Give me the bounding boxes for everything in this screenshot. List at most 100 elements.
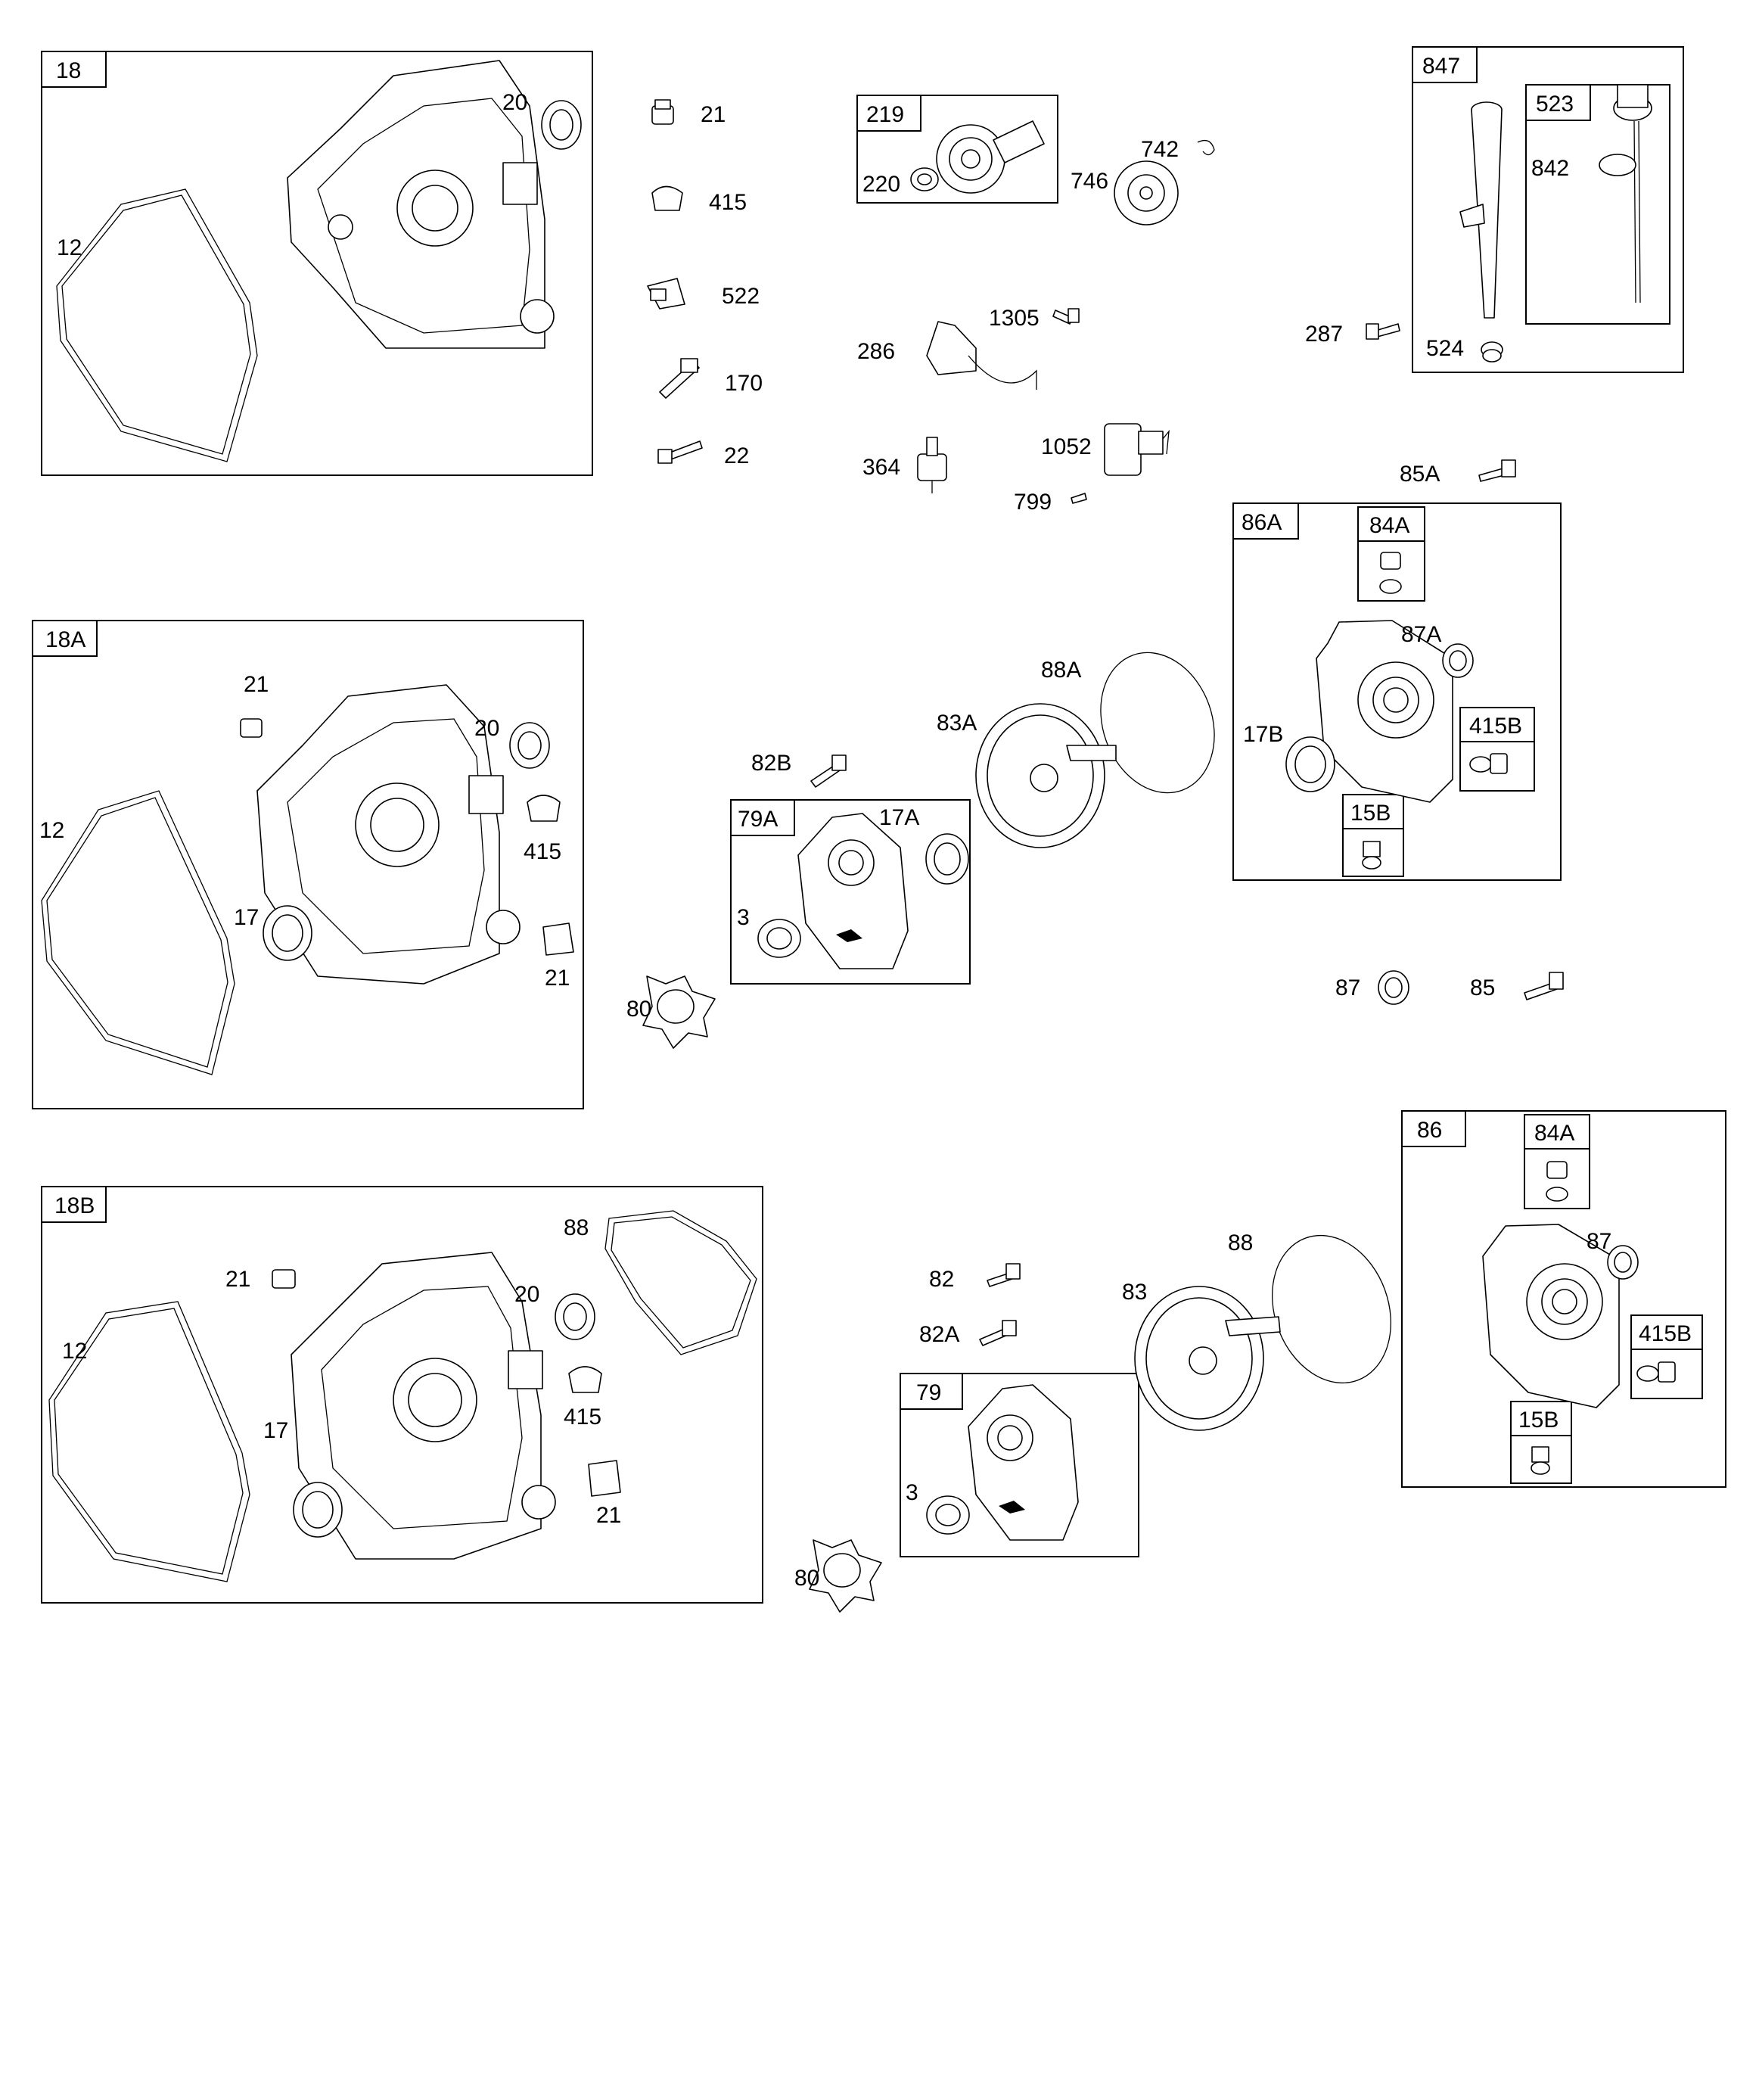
plug-part[interactable] <box>1379 552 1402 594</box>
bearing-part[interactable] <box>263 905 312 961</box>
callout: 799 <box>1014 490 1052 515</box>
plug-part[interactable] <box>1636 1361 1676 1383</box>
group-79[interactable]: 79 <box>900 1373 1139 1557</box>
bolt-part[interactable] <box>979 1320 1017 1346</box>
plug-part[interactable] <box>542 922 574 956</box>
crankcase-part[interactable] <box>256 684 521 985</box>
group-84a-upper[interactable]: 84A <box>1357 506 1425 602</box>
bearing-part[interactable] <box>925 833 969 885</box>
solenoid-part[interactable] <box>1104 423 1170 476</box>
o-ring-part[interactable] <box>1252 1218 1410 1399</box>
plug-part[interactable] <box>1469 753 1508 774</box>
housing-part[interactable] <box>1134 1286 1281 1431</box>
cover-part[interactable] <box>1482 1224 1620 1408</box>
callout-labels: 12 20 21 415 522 170 22 220 746 742 286 … <box>39 90 1611 1591</box>
plug-part[interactable] <box>272 1269 296 1289</box>
group-label: 219 <box>866 102 904 127</box>
crankcase-part[interactable] <box>291 1252 556 1560</box>
seal-part[interactable] <box>509 722 550 769</box>
group-18b[interactable]: 18B <box>41 1186 763 1604</box>
valve-part[interactable] <box>647 278 685 310</box>
clip-part[interactable] <box>1197 139 1215 156</box>
group-86a[interactable]: 86A <box>1232 502 1562 881</box>
group-79a[interactable]: 79A <box>730 799 971 985</box>
gasket-part[interactable] <box>604 1210 757 1355</box>
callout: 21 <box>701 102 726 127</box>
housing-part[interactable] <box>975 703 1117 848</box>
group-415b-lower[interactable]: 415B <box>1630 1314 1703 1399</box>
gear-part[interactable] <box>936 120 1045 194</box>
seal-part[interactable] <box>1442 643 1474 678</box>
group-label: 84A <box>1369 513 1409 538</box>
bolt-part[interactable] <box>810 754 847 788</box>
group-86[interactable]: 86 <box>1401 1110 1726 1488</box>
plug-part[interactable] <box>1531 1446 1550 1475</box>
gasket-part[interactable] <box>48 1301 250 1582</box>
callout: 3 <box>906 1480 918 1505</box>
breather-cap-part[interactable] <box>568 1366 602 1393</box>
gasket-part[interactable] <box>56 188 258 462</box>
group-label: 523 <box>1536 92 1574 117</box>
callout: 82 <box>929 1267 954 1292</box>
cover-part[interactable] <box>797 813 909 969</box>
group-15b-lower[interactable]: 15B <box>1510 1401 1572 1484</box>
o-ring-part[interactable] <box>1599 154 1636 176</box>
group-15b-upper[interactable]: 15B <box>1342 794 1404 877</box>
gasket-part[interactable] <box>41 790 235 1075</box>
group-label: 84A <box>1534 1121 1574 1146</box>
group-219[interactable]: 219 <box>856 95 1058 204</box>
seal-part[interactable] <box>757 919 801 958</box>
bracket-part[interactable] <box>926 321 1037 390</box>
breather-cap-part[interactable] <box>651 185 683 211</box>
dipstick-tube-part[interactable] <box>1459 101 1503 319</box>
bolt-part[interactable] <box>987 1263 1021 1287</box>
screw-part[interactable] <box>1071 493 1087 504</box>
bearing-part[interactable] <box>1285 736 1335 792</box>
group-847[interactable]: 847 <box>1412 46 1684 373</box>
group-label: 15B <box>1518 1408 1559 1433</box>
bearing-part[interactable] <box>293 1482 343 1538</box>
o-ring-part[interactable] <box>1082 636 1233 809</box>
seal-part[interactable] <box>1378 970 1409 1005</box>
plug-part[interactable] <box>1362 841 1381 870</box>
screw-part[interactable] <box>1052 308 1080 325</box>
callout: 415 <box>524 839 561 864</box>
callout: 17 <box>234 905 259 930</box>
bolt-part[interactable] <box>1524 972 1564 1000</box>
callout: 83A <box>937 711 977 736</box>
gasket-part[interactable] <box>809 1539 882 1613</box>
plug-part[interactable] <box>240 718 263 738</box>
callout: 17A <box>879 805 919 830</box>
bolt-part[interactable] <box>1478 459 1516 482</box>
seal-part[interactable] <box>1607 1245 1639 1280</box>
dipstick-part[interactable] <box>1613 84 1652 303</box>
group-18a[interactable]: 18A <box>32 620 584 1109</box>
seal-part[interactable] <box>541 100 582 150</box>
group-523[interactable]: 523 <box>1525 84 1670 325</box>
group-415b-upper[interactable]: 415B <box>1459 707 1535 792</box>
washer-part[interactable] <box>910 167 939 191</box>
plug-part[interactable] <box>588 1460 621 1497</box>
plug-part[interactable] <box>1546 1161 1568 1202</box>
callout: 12 <box>57 235 82 260</box>
group-84a-lower[interactable]: 84A <box>1524 1114 1590 1209</box>
group-label: 18A <box>45 627 85 652</box>
bolt-part[interactable] <box>657 440 703 464</box>
plug-part[interactable] <box>651 99 674 125</box>
crankcase-part[interactable] <box>287 60 555 349</box>
bolt-part[interactable] <box>1366 323 1400 340</box>
gasket-part[interactable] <box>642 975 716 1049</box>
cover-part[interactable] <box>968 1384 1079 1541</box>
plug-part[interactable] <box>1481 341 1503 362</box>
seal-part[interactable] <box>926 1495 970 1535</box>
stud-part[interactable] <box>659 358 700 399</box>
breather-cap-part[interactable] <box>527 795 561 822</box>
seal-part[interactable] <box>555 1293 595 1340</box>
group-18[interactable]: 18 <box>41 51 593 476</box>
cover-part[interactable] <box>1316 620 1453 803</box>
sensor-part[interactable] <box>917 437 947 493</box>
callout: 20 <box>502 90 527 115</box>
callout: 12 <box>39 818 64 843</box>
gear-part[interactable] <box>1114 160 1179 226</box>
